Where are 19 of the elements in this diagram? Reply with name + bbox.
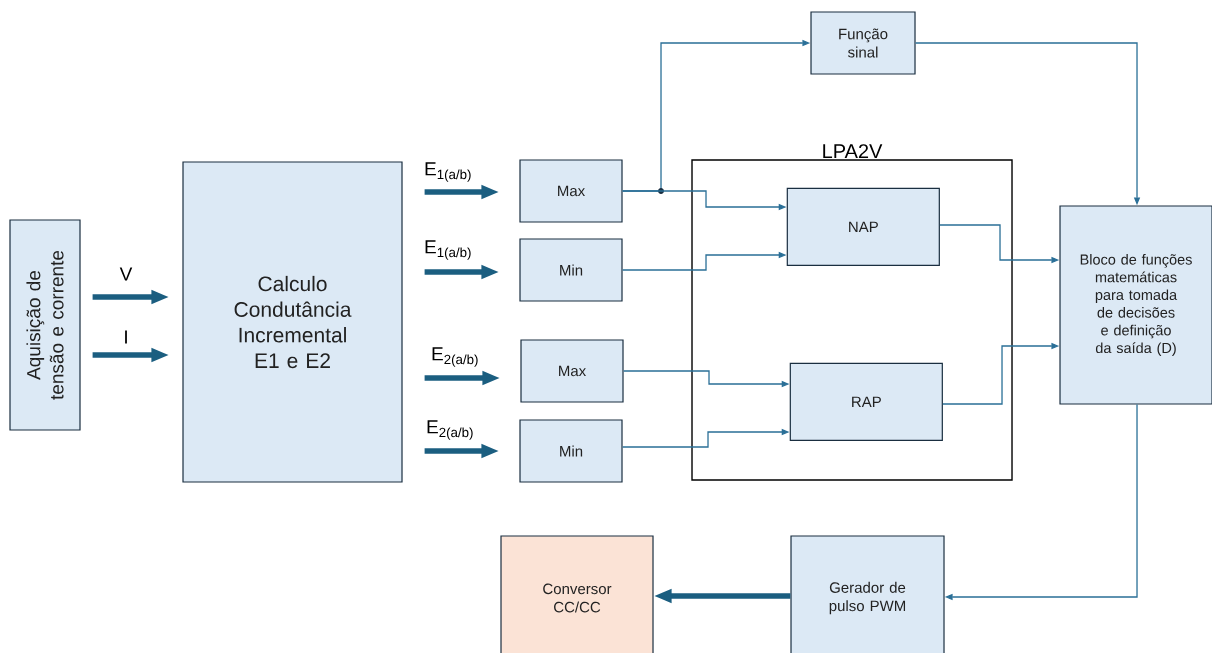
process-box: Min (519, 419, 623, 483)
process-box: Bloco de funções matemáticas para tomada de decisões e definição da saída (D) (1059, 205, 1212, 405)
process-box: Min (519, 238, 623, 302)
process-box: NAP (786, 187, 940, 266)
process-box: Função sinal (810, 11, 916, 75)
node-label: LPA2V (823, 144, 883, 159)
process-box: Conversor CC/CC (500, 535, 654, 653)
edge-label: E$_{1(a/b)}$ (425, 240, 471, 260)
edge-label: E$_{2(a/b)}$ (432, 347, 478, 367)
process-box: Calculo Condutância Incremental E1 e E2 (182, 161, 403, 483)
edge-label: E$_{1(a/b)}$ (425, 162, 471, 182)
edge-label: I (125, 330, 127, 344)
process-box: Aquisição de tensão e corrente (9, 219, 81, 431)
process-box: RAP (789, 362, 943, 441)
process-box: Max (520, 339, 624, 403)
process-box: Gerador de pulso PWM (790, 535, 945, 653)
edge-label: E$_{2(a/b)}$ (427, 420, 473, 440)
process-box: Max (519, 159, 623, 223)
edge-label: V (119, 267, 133, 281)
